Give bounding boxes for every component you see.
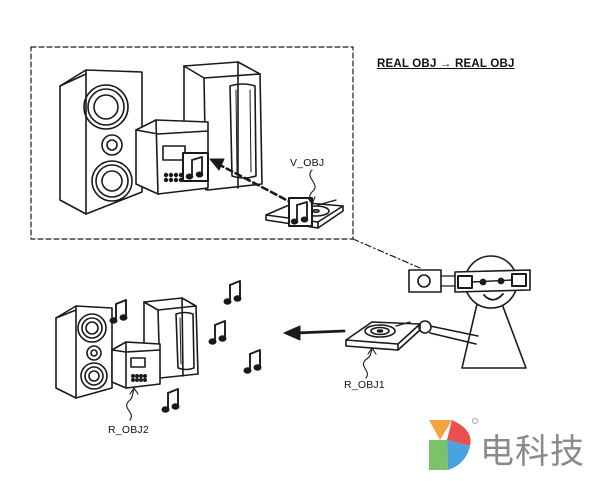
virtual-music-note-tile [182, 152, 209, 182]
music-note-icon [208, 320, 227, 345]
virtual-transfer-arrow [209, 158, 296, 206]
camera-icon [408, 269, 456, 293]
real-left-speaker [55, 305, 113, 399]
virtual-left-speaker [59, 69, 143, 215]
watermark-text: 电科技 [480, 432, 585, 472]
r-obj1-label: R_OBJ1 [344, 379, 385, 391]
diagram-title: REAL OBJ → REAL OBJ [377, 58, 515, 70]
music-note-icon [243, 349, 262, 374]
music-note-icon [223, 280, 242, 305]
virtual-scene-frame [30, 46, 421, 269]
music-note-icon [161, 388, 180, 413]
real-transfer-arrow [283, 325, 346, 341]
watermark-logo [429, 417, 478, 470]
real-turntable [345, 321, 421, 379]
v-obj-label: V_OBJ [290, 157, 325, 169]
real-stereo-unit [111, 341, 161, 421]
virtual-turntable [265, 169, 344, 229]
user-figure [418, 255, 531, 369]
r-obj2-label: R_OBJ2 [108, 424, 149, 436]
